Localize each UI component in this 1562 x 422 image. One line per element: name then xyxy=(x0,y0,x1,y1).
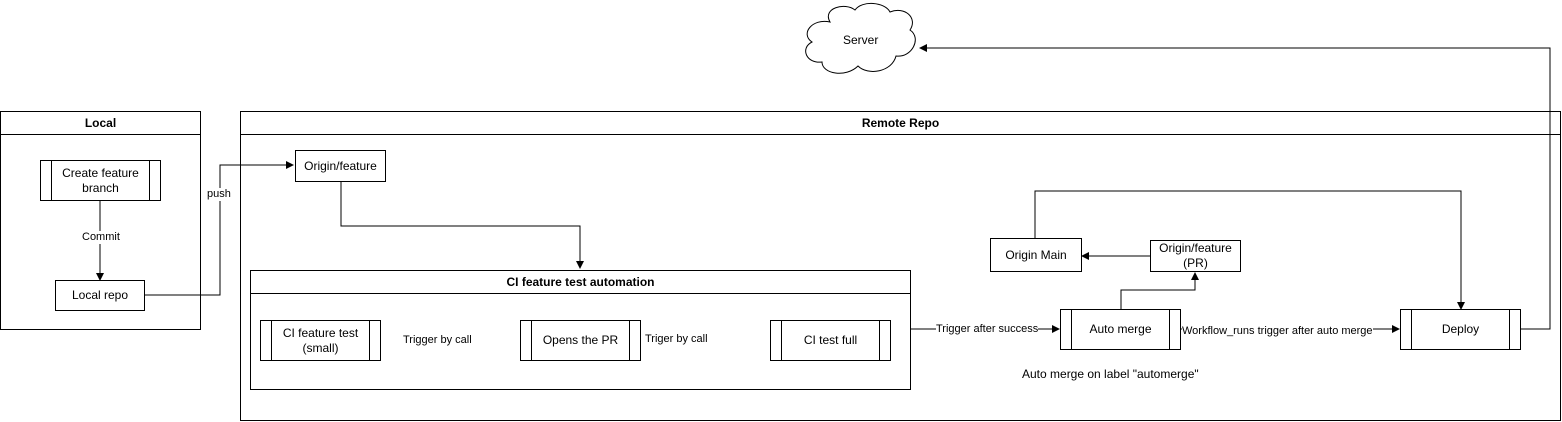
automerge-note: Auto merge on label "automerge" xyxy=(1022,367,1199,381)
opens-pr-label: Opens the PR xyxy=(542,333,619,347)
remote-repo-title: Remote Repo xyxy=(241,112,1560,135)
origin-main-node[interactable]: Origin Main xyxy=(990,238,1082,272)
edge-push xyxy=(145,161,294,296)
local-repo-node[interactable]: Local repo xyxy=(55,280,145,311)
remote-repo-container: Remote Repo xyxy=(240,111,1561,421)
opens-pr-node[interactable]: Opens the PR xyxy=(520,320,641,361)
local-repo-label: Local repo xyxy=(71,288,129,302)
origin-main-label: Origin Main xyxy=(1005,247,1067,262)
create-feature-branch-node[interactable]: Create feature branch xyxy=(40,160,161,201)
origin-feature-node[interactable]: Origin/feature xyxy=(295,150,386,182)
edge-label-trigger-by-call-2: Triger by call xyxy=(645,333,708,346)
ci-automation-title: CI feature test automation xyxy=(251,271,910,294)
local-container: Local xyxy=(0,111,201,330)
edge-label-trigger-by-call-1: Trigger by call xyxy=(403,334,472,347)
local-title: Local xyxy=(1,112,200,135)
create-feature-branch-label: Create feature branch xyxy=(62,165,139,195)
edge-deploy-to-server xyxy=(919,44,1551,330)
deploy-node[interactable]: Deploy xyxy=(1400,309,1521,350)
auto-merge-node[interactable]: Auto merge xyxy=(1060,309,1181,350)
server-label: Server xyxy=(843,33,879,47)
edge-feature-to-ci xyxy=(340,182,584,269)
ci-test-full-label: CI test full xyxy=(803,333,858,347)
origin-feature-pr-label: Origin/feature (PR) xyxy=(1159,241,1232,270)
edge-label-workflow-runs: Workflow_runs trigger after auto merge xyxy=(1182,325,1373,338)
deploy-label: Deploy xyxy=(1441,322,1480,336)
server-cloud-shape xyxy=(805,3,916,74)
origin-feature-label: Origin/feature xyxy=(304,158,377,173)
origin-feature-pr-node[interactable]: Origin/feature (PR) xyxy=(1150,240,1241,272)
edge-label-trigger-after-success: Trigger after success xyxy=(936,323,1039,336)
auto-merge-label: Auto merge xyxy=(1089,322,1152,336)
ci-feature-test-small-node[interactable]: CI feature test (small) xyxy=(260,320,381,361)
ci-feature-test-small-label: CI feature test (small) xyxy=(282,325,359,355)
ci-test-full-node[interactable]: CI test full xyxy=(770,320,891,361)
edge-main-to-deploy xyxy=(1034,190,1465,310)
edge-label-push: push xyxy=(207,188,231,201)
edge-automerge-to-pr xyxy=(1120,272,1199,309)
edge-label-commit: Commit xyxy=(82,231,120,244)
